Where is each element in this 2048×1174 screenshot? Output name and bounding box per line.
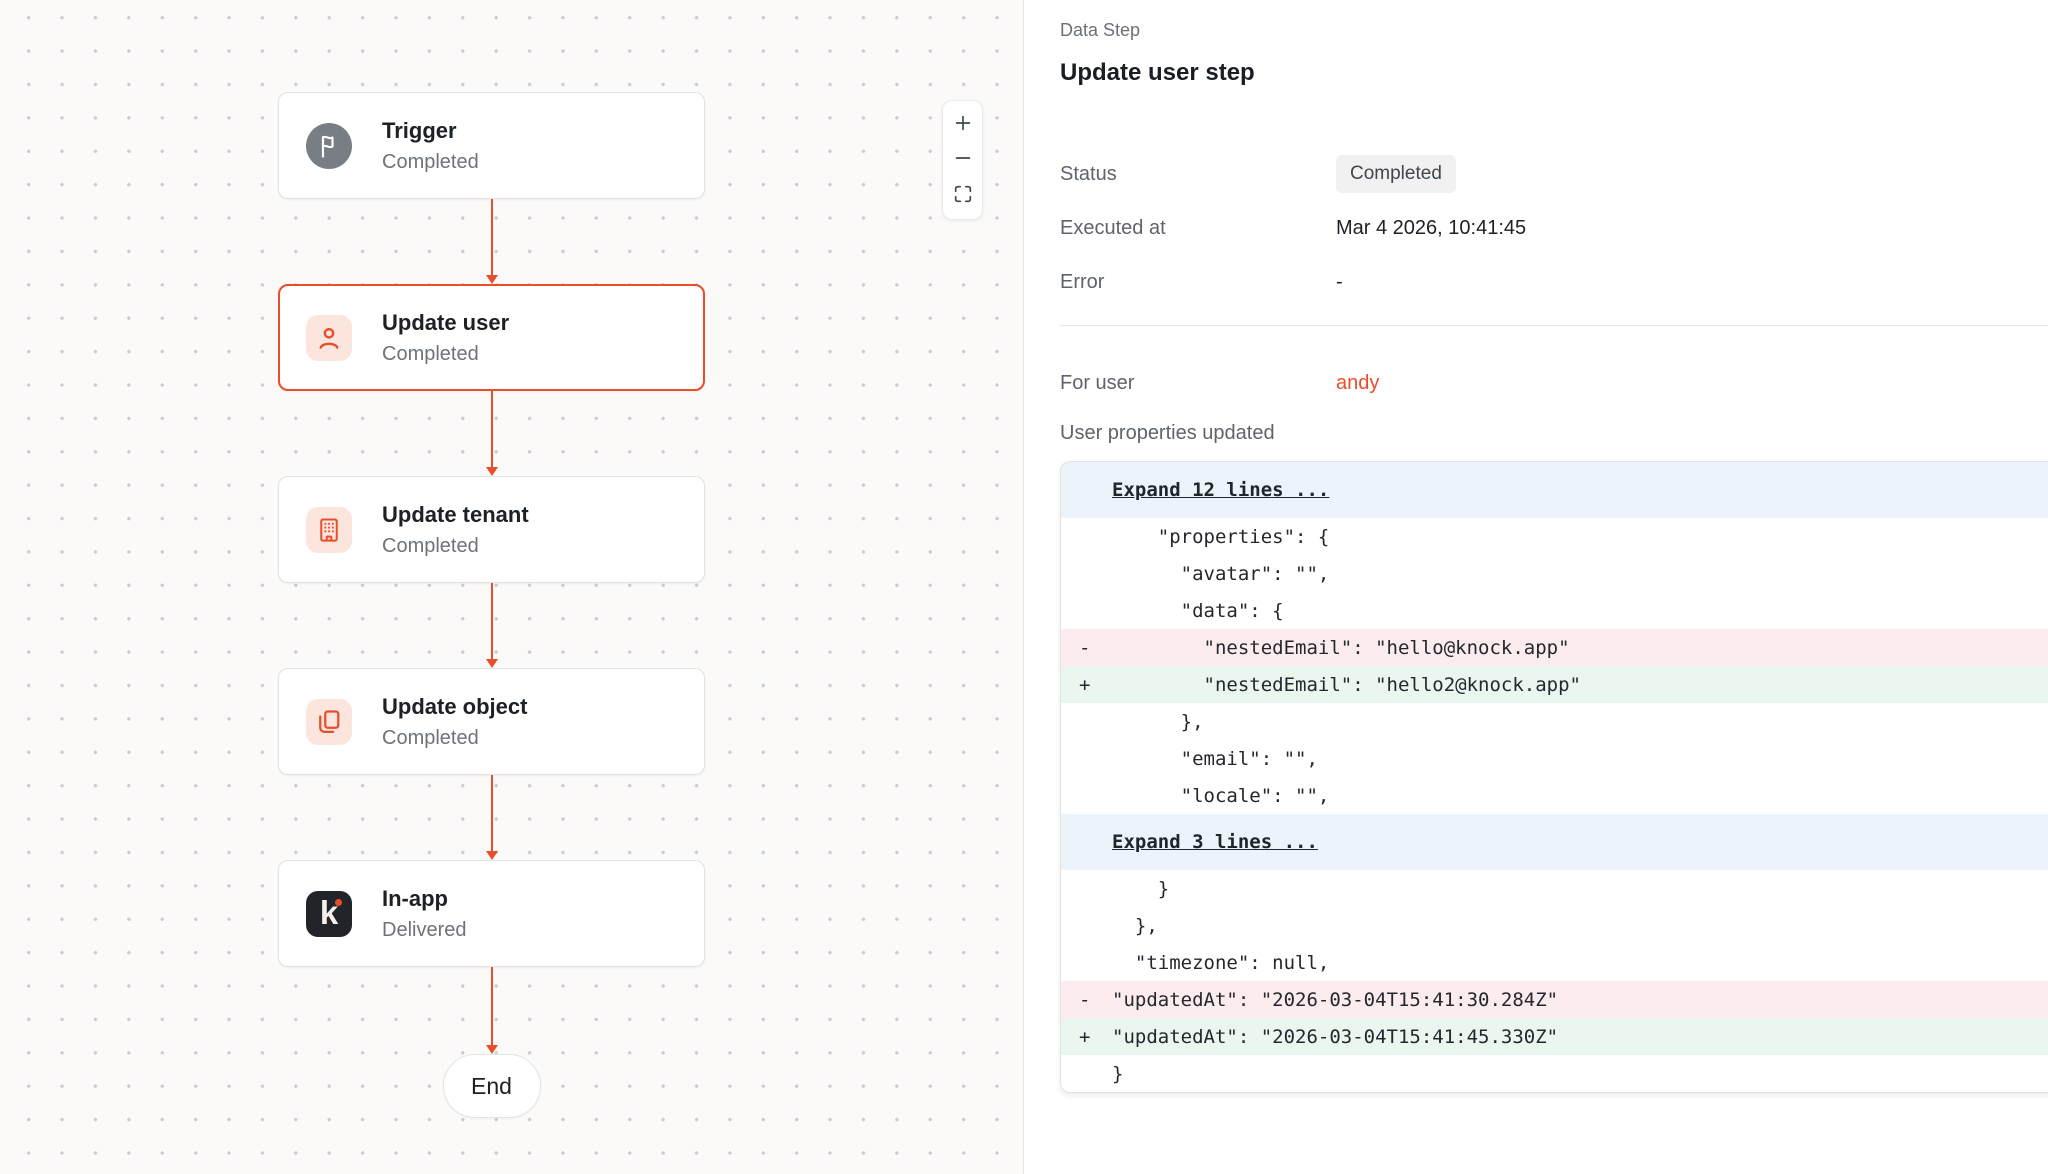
diff-line: }, xyxy=(1061,907,2048,944)
node-status: Completed xyxy=(382,150,479,173)
field-value: - xyxy=(1336,270,1343,293)
diff-code: "updatedAt": "2026-03-04T15:41:45.330Z" xyxy=(1112,1025,1559,1048)
diff-expand-row[interactable]: Expand 3 lines ... xyxy=(1061,814,2048,870)
diff-code: "nestedEmail": "hello2@knock.app" xyxy=(1112,673,1582,696)
field-row: For user andy xyxy=(1060,356,2048,410)
diff-viewer: Expand 12 lines ... "properties": { "ava… xyxy=(1060,461,2048,1093)
field-label: Executed at xyxy=(1060,216,1166,239)
step-title: Update user step xyxy=(1060,59,1255,86)
diff-line: - "updatedAt": "2026-03-04T15:41:30.284Z… xyxy=(1061,981,2048,1018)
step-fields: Status Completed Executed at Mar 4 2026,… xyxy=(1060,147,2048,309)
diff-code: "nestedEmail": "hello@knock.app" xyxy=(1112,636,1570,659)
end-node: End xyxy=(442,1054,541,1118)
diff-expand-row[interactable]: Expand 12 lines ... xyxy=(1061,462,2048,518)
diff-line: "properties": { xyxy=(1061,518,2048,555)
diff-line: - "nestedEmail": "hello@knock.app" xyxy=(1061,629,2048,666)
flow-node-update-user[interactable]: Update user Completed xyxy=(278,284,705,391)
field-row: Executed at Mar 4 2026, 10:41:45 xyxy=(1060,201,2048,255)
flow-arrow xyxy=(278,967,705,1054)
diff-code: "updatedAt": "2026-03-04T15:41:30.284Z" xyxy=(1112,988,1559,1011)
node-title: Update tenant xyxy=(382,501,529,527)
field-row: Error - xyxy=(1060,255,2048,309)
workflow-canvas[interactable]: Trigger Completed Update user Completed … xyxy=(0,0,1024,1174)
diff-code: "locale": "", xyxy=(1112,784,1330,807)
diff-code: }, xyxy=(1112,914,1158,937)
node-status: Delivered xyxy=(382,918,467,941)
diff-line: "email": "", xyxy=(1061,740,2048,777)
node-title: Update user xyxy=(382,309,510,335)
node-title: Update object xyxy=(382,693,528,719)
node-title: In-app xyxy=(382,885,448,911)
flow-column: Trigger Completed Update user Completed … xyxy=(278,92,705,1118)
fit-view-button[interactable] xyxy=(949,181,977,209)
diff-code: "data": { xyxy=(1112,599,1284,622)
field-value: Mar 4 2026, 10:41:45 xyxy=(1336,216,1527,239)
knock-logo-icon: k xyxy=(306,890,352,937)
diff-line: + "updatedAt": "2026-03-04T15:41:45.330Z… xyxy=(1061,1018,2048,1055)
diff-code: }, xyxy=(1112,710,1204,733)
node-status: Completed xyxy=(382,726,479,749)
diff-line: "locale": "", xyxy=(1061,777,2048,814)
divider xyxy=(1060,325,2048,326)
diff-line: "timezone": null, xyxy=(1061,944,2048,981)
zoom-controls xyxy=(942,100,983,220)
field-label: For user xyxy=(1060,371,1135,394)
field-row: Status Completed xyxy=(1060,147,2048,201)
flow-arrow xyxy=(278,199,705,284)
diff-marker: - xyxy=(1079,636,1091,659)
diff-code: "email": "", xyxy=(1112,747,1318,770)
diff-code: "timezone": null, xyxy=(1112,951,1330,974)
flow-node-update-tenant[interactable]: Update tenant Completed xyxy=(278,476,705,583)
flow-arrow xyxy=(278,583,705,668)
field-label: Error xyxy=(1060,270,1105,293)
flow-node-trigger[interactable]: Trigger Completed xyxy=(278,92,705,199)
status-badge: Completed xyxy=(1336,155,1456,193)
field-label: Status xyxy=(1060,162,1117,185)
diff-code: } xyxy=(1112,877,1170,900)
step-details-panel: Data Step Update user step Status Comple… xyxy=(1024,0,2048,1174)
diff-code: "avatar": "", xyxy=(1112,562,1330,585)
zoom-in-button[interactable] xyxy=(949,111,977,139)
flow-arrow xyxy=(278,775,705,860)
diff-code: "properties": { xyxy=(1112,525,1330,548)
diff-line: }, xyxy=(1061,703,2048,740)
diff-line: } xyxy=(1061,1055,2048,1092)
diff-line: + "nestedEmail": "hello2@knock.app" xyxy=(1061,666,2048,703)
node-status: Completed xyxy=(382,342,479,365)
flow-arrow xyxy=(278,391,705,476)
user-icon xyxy=(306,314,352,361)
flow-node-in-app[interactable]: k In-app Delivered xyxy=(278,860,705,967)
step-type-label: Data Step xyxy=(1060,20,1141,40)
plus-icon xyxy=(952,112,974,137)
flow-node-update-object[interactable]: Update object Completed xyxy=(278,668,705,775)
copy-icon xyxy=(306,698,352,745)
diff-line: "avatar": "", xyxy=(1061,555,2048,592)
fit-view-icon xyxy=(952,183,974,208)
user-link[interactable]: andy xyxy=(1336,371,1380,394)
diff-line: "data": { xyxy=(1061,592,2048,629)
node-title: Trigger xyxy=(382,117,457,143)
field-value: Completed xyxy=(1336,155,1456,193)
flag-icon xyxy=(306,122,352,169)
node-status: Completed xyxy=(382,534,479,557)
diff-expand-label: Expand 3 lines ... xyxy=(1112,831,1318,853)
minus-icon xyxy=(952,147,974,172)
diff-line: } xyxy=(1061,870,2048,907)
diff-marker: + xyxy=(1079,673,1091,696)
zoom-out-button[interactable] xyxy=(949,146,977,174)
diff-section-label: User properties updated xyxy=(1060,422,1275,444)
diff-marker: - xyxy=(1079,988,1091,1011)
diff-expand-label: Expand 12 lines ... xyxy=(1112,479,1330,501)
diff-code: } xyxy=(1112,1062,1124,1085)
building-icon xyxy=(306,506,352,553)
diff-marker: + xyxy=(1079,1025,1091,1048)
